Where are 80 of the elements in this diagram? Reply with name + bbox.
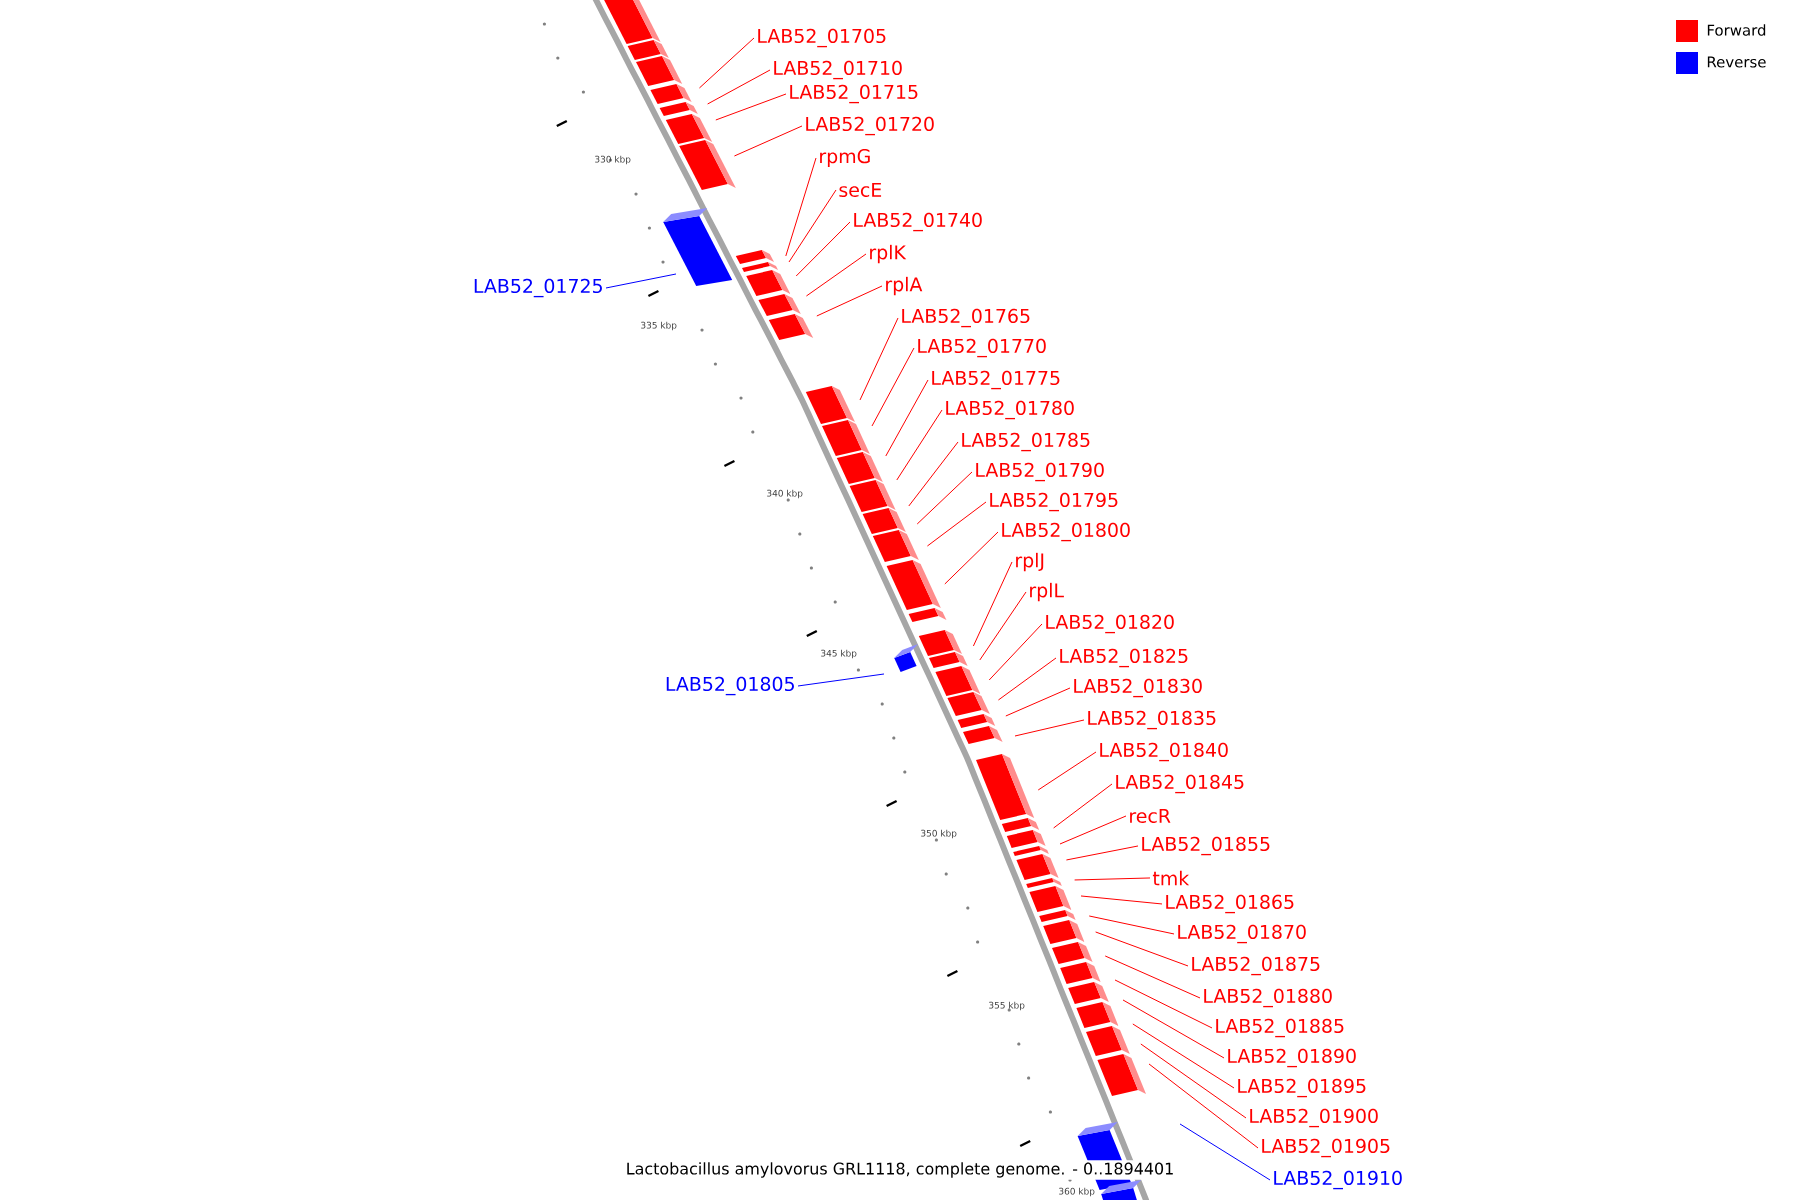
leader-line — [605, 273, 677, 289]
gene-label: LAB52_01835 — [1088, 710, 1216, 730]
leader-line — [1005, 687, 1071, 717]
leader-line — [988, 623, 1043, 681]
leader-line — [944, 531, 999, 585]
gene-label: LAB52_01710 — [774, 60, 902, 80]
gene-label: tmk — [1152, 870, 1190, 886]
gene-label: LAB52_01790 — [976, 462, 1104, 482]
gene-label: LAB52_01900 — [1250, 1108, 1378, 1128]
leader-line — [1014, 719, 1085, 737]
leader-line — [1088, 915, 1175, 935]
leader-line — [908, 441, 959, 507]
leader-line — [805, 253, 867, 297]
gene-label: LAB52_01780 — [946, 400, 1074, 420]
gene-label: LAB52_01775 — [932, 370, 1060, 390]
gene-label: LAB52_01845 — [1116, 774, 1244, 794]
leader-line — [698, 37, 755, 89]
leader-line — [1065, 845, 1139, 861]
gene-label: LAB52_01890 — [1228, 1048, 1356, 1068]
leader-line — [785, 157, 817, 257]
leader-line — [979, 591, 1027, 661]
leader-line — [1053, 783, 1113, 829]
leader-line — [715, 93, 787, 121]
leader-line — [788, 189, 837, 263]
gene-label: LAB52_01740 — [854, 212, 982, 232]
gene-label: LAB52_01720 — [806, 116, 934, 136]
leader-line — [859, 317, 899, 401]
gene-label: recR — [1130, 808, 1171, 824]
leader-line — [1059, 815, 1127, 845]
gene-label: LAB52_01885 — [1216, 1018, 1344, 1038]
gene-label: LAB52_01820 — [1046, 614, 1174, 634]
gene-label: LAB52_01725 — [474, 278, 602, 298]
gene-label: LAB52_01880 — [1204, 988, 1332, 1008]
gene-label: LAB52_01805 — [666, 676, 794, 696]
leader-line — [997, 657, 1057, 701]
leader-line — [1074, 877, 1151, 881]
leader-line — [797, 673, 885, 687]
gene-label: LAB52_01910 — [1274, 1170, 1402, 1190]
gene-label: LAB52_01705 — [758, 28, 886, 48]
leader-line — [926, 501, 987, 547]
gene-label: LAB52_01765 — [902, 308, 1030, 328]
leader-line — [1037, 751, 1097, 791]
gene-label: rplJ — [1016, 552, 1044, 572]
gene-label: LAB52_01840 — [1100, 742, 1228, 762]
gene-label: secE — [839, 182, 882, 198]
leader-line — [1122, 999, 1225, 1059]
leader-line — [896, 409, 943, 481]
gene-label: LAB52_01825 — [1060, 648, 1188, 668]
gene-label: LAB52_01715 — [790, 84, 918, 104]
leader-line — [1179, 1123, 1271, 1181]
gene-label: rplL — [1030, 582, 1064, 602]
gene-label: rplK — [870, 244, 907, 264]
leader-line — [795, 221, 851, 277]
leader-line — [871, 347, 915, 427]
leader-line — [1132, 1023, 1235, 1089]
gene-label: LAB52_01875 — [1192, 956, 1320, 976]
leader-line — [1140, 1043, 1247, 1119]
leader-line — [972, 561, 1013, 647]
leader-line — [1095, 931, 1189, 967]
gene-label: LAB52_01895 — [1238, 1078, 1366, 1098]
leader-line — [707, 69, 771, 105]
leader-line — [1114, 979, 1213, 1029]
leader-line — [733, 125, 803, 157]
leader-line — [916, 471, 973, 525]
leader-line — [1104, 955, 1201, 999]
gene-label: LAB52_01855 — [1142, 836, 1270, 856]
gene-label: rpmG — [820, 149, 870, 167]
gene-label: LAB52_01865 — [1166, 894, 1294, 914]
gene-label: LAB52_01905 — [1262, 1138, 1390, 1158]
gene-label: LAB52_01770 — [918, 338, 1046, 358]
leader-line — [885, 379, 929, 457]
gene-label: LAB52_01870 — [1178, 924, 1306, 944]
gene-label: LAB52_01795 — [990, 492, 1118, 512]
leader-line — [1080, 895, 1163, 905]
gene-label: LAB52_01800 — [1002, 522, 1130, 542]
gene-label: LAB52_01830 — [1074, 678, 1202, 698]
leader-line — [1148, 1063, 1259, 1149]
leader-line — [816, 285, 883, 317]
gene-label: LAB52_01785 — [962, 432, 1090, 452]
gene-label: rplA — [886, 276, 923, 296]
